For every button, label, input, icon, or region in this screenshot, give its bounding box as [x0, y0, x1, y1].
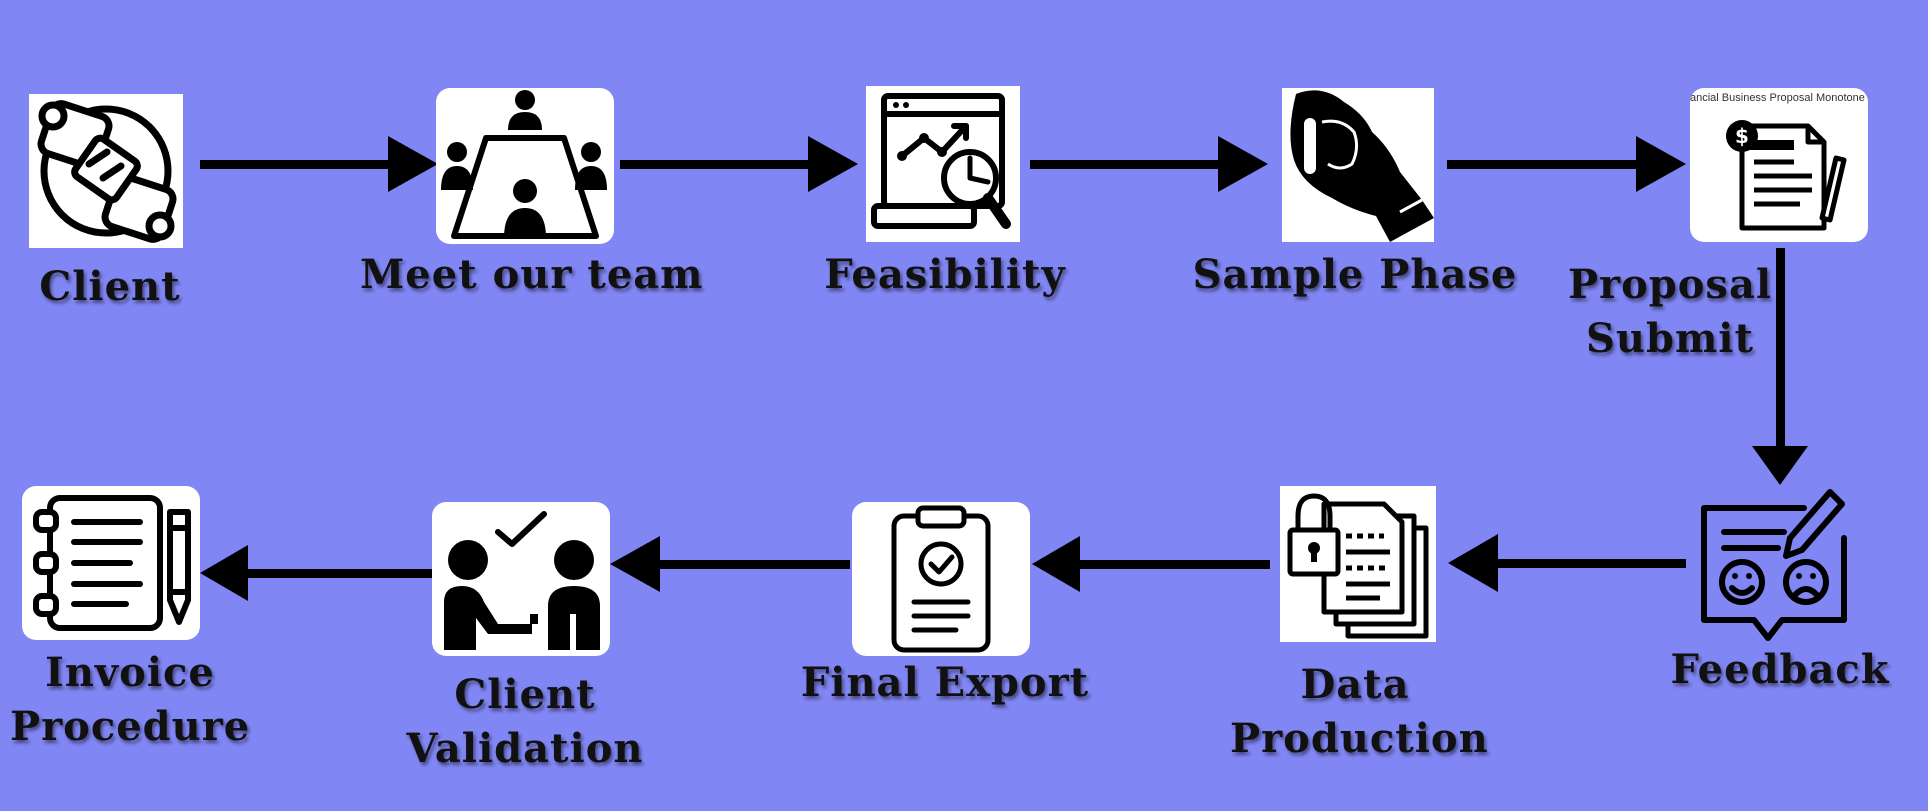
locked-documents-icon — [1287, 493, 1429, 639]
hand-holding-test-tube-icon — [1290, 90, 1434, 242]
step-label-final-export: Final Export — [800, 659, 1090, 706]
step-client — [29, 94, 183, 248]
arrow-validation-to-invoice — [200, 545, 438, 601]
step-label-client: Client — [39, 263, 181, 310]
step-proposal-submit: ancial Business Proposal Monotone Ic $ — [1690, 88, 1868, 242]
step-label-meet-our-team: Meet our team — [360, 251, 704, 298]
team-meeting-icon — [441, 90, 607, 239]
step-feedback — [1694, 478, 1854, 644]
data-production-line1: Data — [1300, 661, 1410, 708]
analytics-magnifier-icon — [871, 93, 1011, 229]
arrow-feedback-to-data — [1448, 534, 1686, 592]
step-label-client-validation: Client Validation — [400, 668, 650, 776]
arrow-export-to-validation — [610, 536, 850, 592]
handshake-icon — [37, 100, 177, 243]
step-data-production — [1280, 486, 1436, 642]
arrow-proposal-to-feedback — [1752, 248, 1808, 485]
notebook-pencil-icon — [33, 495, 191, 631]
clipboard-check-icon — [891, 505, 991, 653]
proposal-document-icon: $ — [1726, 120, 1847, 231]
svg-text:$: $ — [1735, 124, 1749, 148]
step-label-feedback: Feedback — [1670, 646, 1890, 693]
arrow-team-to-feasibility — [620, 136, 858, 192]
invoice-line1: Invoice — [45, 649, 215, 696]
step-label-proposal-submit: Proposal Submit — [1560, 258, 1780, 366]
arrow-data-to-export — [1032, 536, 1270, 592]
step-label-invoice-procedure: Invoice Procedure — [10, 646, 250, 754]
step-feasibility — [866, 86, 1020, 242]
step-final-export — [852, 502, 1030, 656]
proposal-line2: Submit — [1586, 315, 1754, 362]
client-validation-line1: Client — [454, 671, 596, 718]
proposal-line1: Proposal — [1567, 261, 1773, 308]
step-label-sample-phase: Sample Phase — [1192, 251, 1518, 298]
step-sample-phase — [1282, 88, 1434, 242]
step-label-data-production: Data Production — [1230, 658, 1489, 766]
arrow-feasibility-to-sample — [1030, 136, 1268, 192]
client-validation-icon — [444, 511, 600, 650]
proposal-icon-caption: ancial Business Proposal Monotone Ic — [1690, 92, 1868, 104]
arrow-sample-to-proposal — [1447, 136, 1686, 192]
step-label-feasibility: Feasibility — [824, 251, 1066, 298]
step-client-validation — [432, 502, 610, 656]
step-meet-our-team — [436, 88, 614, 244]
arrow-client-to-team — [200, 136, 438, 192]
step-invoice-procedure — [22, 486, 200, 640]
client-validation-line2: Validation — [406, 725, 644, 772]
data-production-line2: Production — [1230, 715, 1489, 762]
feedback-faces-icon — [1701, 489, 1847, 641]
invoice-line2: Procedure — [10, 703, 251, 750]
